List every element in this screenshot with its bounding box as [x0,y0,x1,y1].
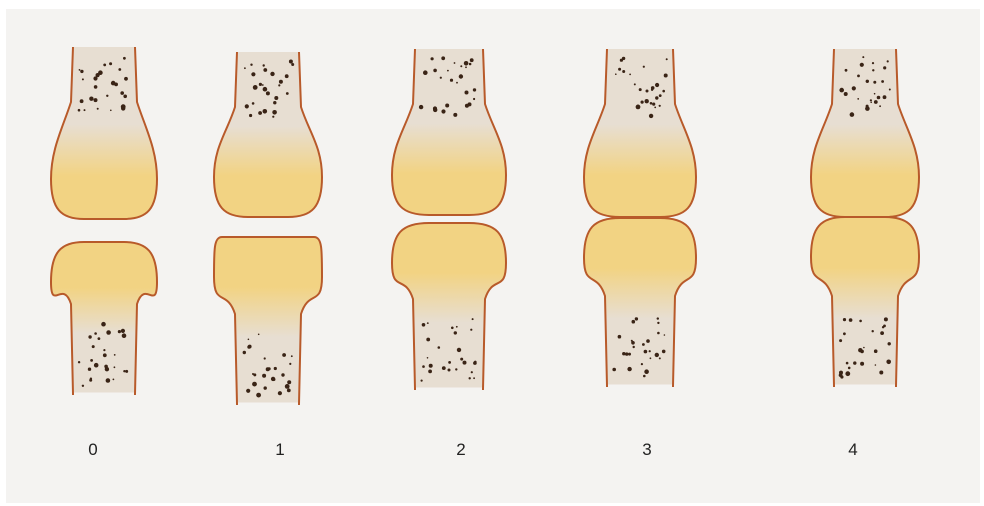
joint-diagrams [6,9,980,503]
joint-grade-1 [214,52,322,404]
lower-bone-0 [51,242,157,394]
illustration-sheet [6,9,980,503]
grade-label-0: 0 [73,440,113,460]
joint-grade-0 [51,47,157,394]
grade-label-1: 1 [260,440,300,460]
joint-grade-2 [392,49,506,389]
lower-bone-1 [214,237,322,404]
grade-label-3: 3 [627,440,667,460]
lower-bone-4 [811,217,919,386]
grade-label-2: 2 [441,440,481,460]
upper-bone-2 [392,49,506,215]
grade-label-4: 4 [833,440,873,460]
upper-bone-1 [214,52,322,217]
upper-bone-4 [811,49,919,217]
upper-bone-3 [584,49,696,217]
lower-bone-3 [584,218,696,386]
lower-bone-2 [392,223,506,389]
joint-grade-3 [584,49,696,386]
upper-bone-0 [51,47,157,219]
joint-grade-4 [811,49,919,386]
